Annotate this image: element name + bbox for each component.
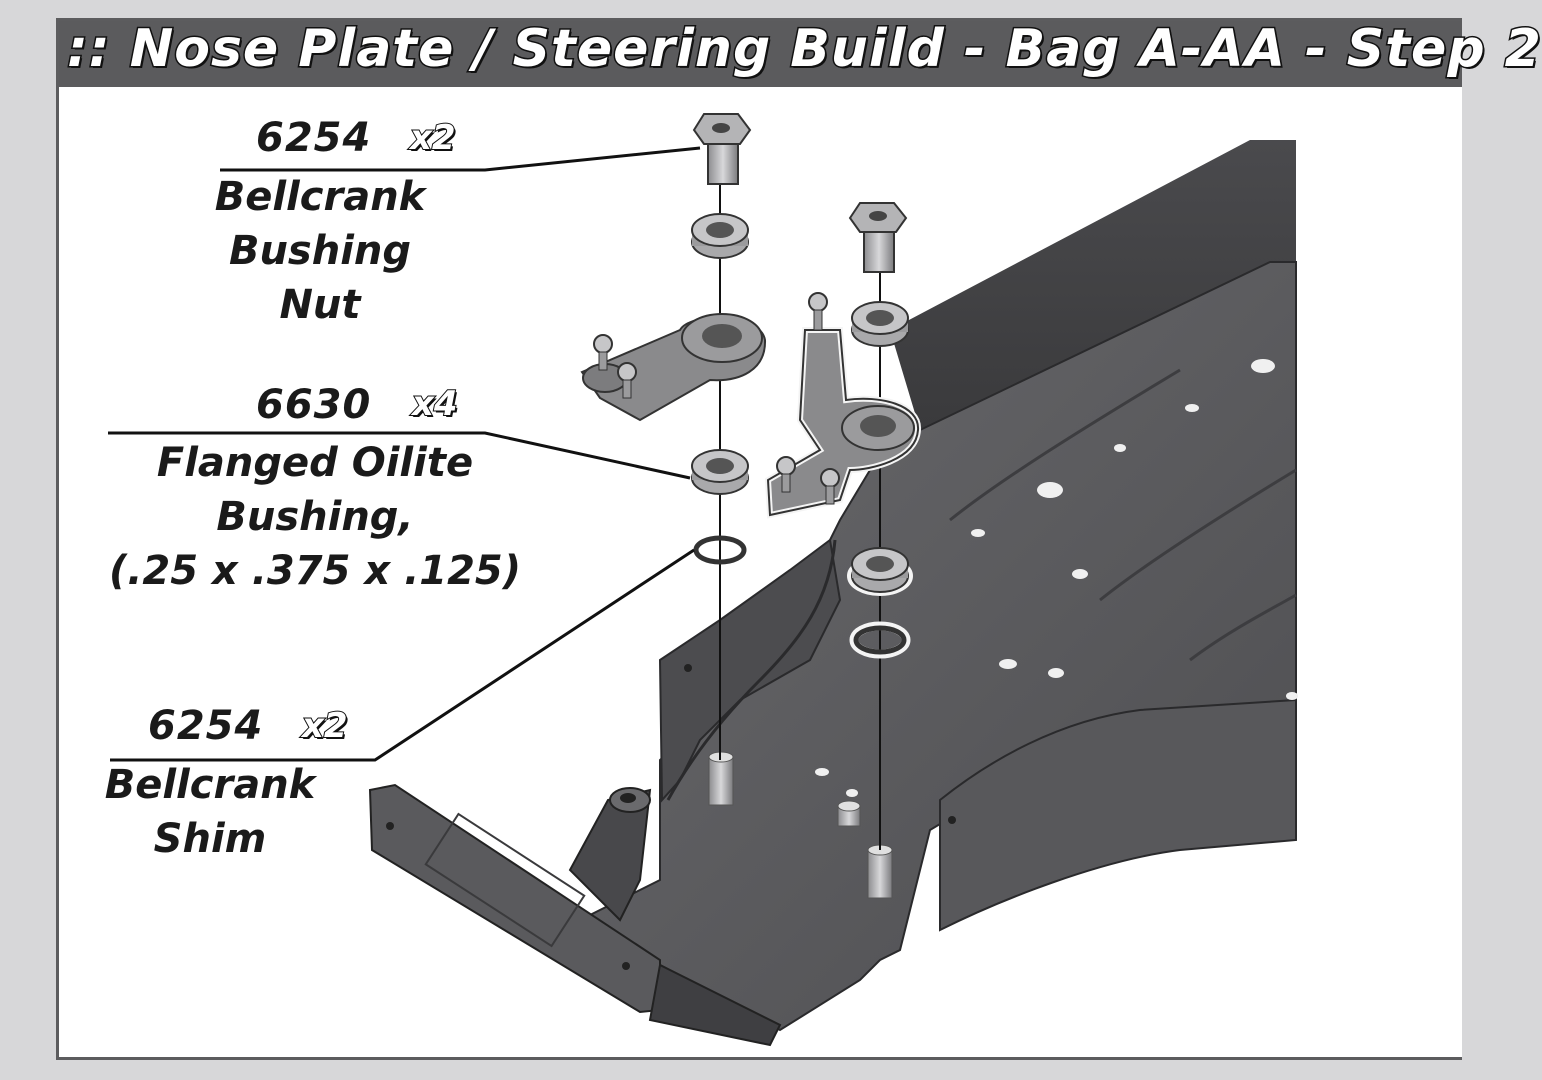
flanged-bushing-right-top xyxy=(851,301,909,347)
callout-2-line-1: Flanged Oilite xyxy=(156,440,474,486)
callout-3-part-number: 6254 xyxy=(148,703,264,749)
right-part-stack xyxy=(764,202,921,659)
callout-3-line-1: Bellcrank xyxy=(104,762,316,808)
flanged-bushing-right-bottom xyxy=(847,547,913,596)
callout-2-line-2: Bushing, xyxy=(216,494,414,540)
callout-2-part-number: 6630 xyxy=(256,382,372,428)
callout-3-line-2: Shim xyxy=(153,816,267,862)
callout-1-line-1: Bellcrank xyxy=(214,174,426,220)
nose-plate xyxy=(368,140,1298,1047)
callout-1-name: Bellcrank Bushing Nut xyxy=(150,170,490,332)
callout-2-quantity: x4 xyxy=(411,383,459,425)
bellcrank-shim-left xyxy=(693,535,747,565)
leader-lines xyxy=(108,146,701,762)
callout-2-name: Flanged Oilite Bushing, (.25 x .375 x .1… xyxy=(70,436,560,598)
callout-1-line-3: Nut xyxy=(279,282,361,328)
left-part-stack xyxy=(580,113,767,565)
assembly-illustration xyxy=(108,113,1298,1047)
callout-3-name: Bellcrank Shim xyxy=(70,758,350,866)
bellcrank-arm-left xyxy=(580,313,767,422)
callout-3-quantity: x2 xyxy=(301,705,349,747)
callout-1-part-number: 6254 xyxy=(256,115,372,161)
bellcrank-bushing-nut-left xyxy=(692,113,752,185)
callout-2-line-3: (.25 x .375 x .125) xyxy=(108,548,522,594)
bellcrank-arm-right xyxy=(764,292,921,519)
bellcrank-bushing-nut-right xyxy=(848,202,908,273)
callout-1-quantity: x2 xyxy=(409,117,457,159)
step-title: :: Nose Plate / Steering Build - Bag A-A… xyxy=(66,18,1542,81)
callout-1-line-2: Bushing xyxy=(228,228,412,274)
flanged-bushing-left-bottom xyxy=(691,449,749,495)
flanged-bushing-left-top xyxy=(691,213,749,259)
bellcrank-shim-right xyxy=(853,625,907,655)
step-header: :: Nose Plate / Steering Build - Bag A-A… xyxy=(59,18,1542,87)
